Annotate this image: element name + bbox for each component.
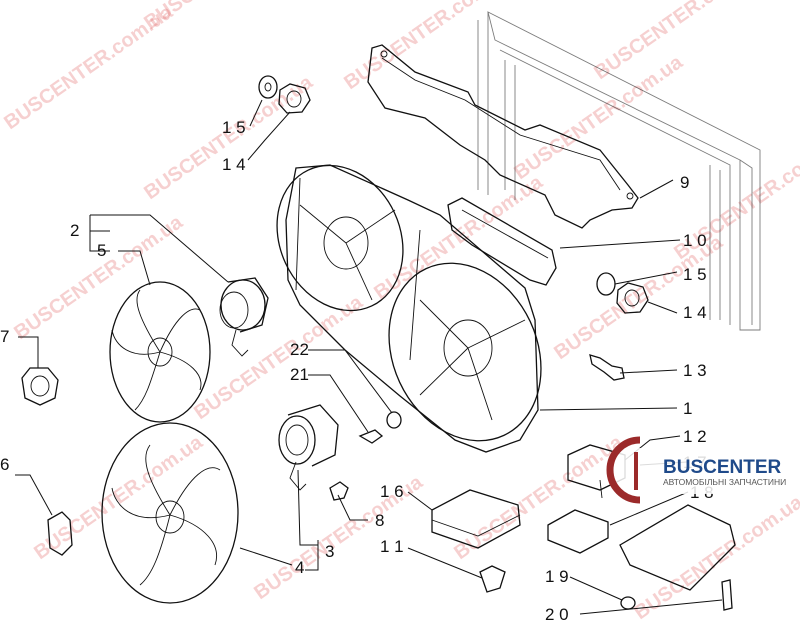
leader-lines xyxy=(15,99,723,615)
label-part-13: 1 3 xyxy=(683,361,707,380)
watermark-text: BUSCENTER.com.ua xyxy=(30,431,207,564)
label-part-1: 1 xyxy=(683,399,692,418)
label-part-3: 3 xyxy=(325,542,334,561)
watermark-text: BUSCENTER.com.ua xyxy=(450,431,627,564)
label-part-16: 1 6 xyxy=(380,482,404,501)
label-part-6: 6 xyxy=(0,455,9,474)
label-part-12: 1 2 xyxy=(683,427,707,446)
label-part-5: 5 xyxy=(97,241,106,260)
motor-part-3 xyxy=(278,404,339,491)
watermark-text: BUSCENTER.com.ua xyxy=(190,291,367,424)
label-part-21: 21 xyxy=(290,365,309,384)
watermark-text: BUSCENTER.com.ua xyxy=(340,0,517,94)
label-part-22: 22 xyxy=(290,340,309,359)
watermark-text: BUSCENTER.com.ua xyxy=(140,0,317,34)
label-part-7: 7 xyxy=(0,327,9,346)
small-parts xyxy=(21,75,736,611)
buscenter-logo: BUSCENTER АВТОМОБІЛЬНІ ЗАПЧАСТИНИ xyxy=(606,436,786,504)
watermark-text: BUSCENTER.com.ua xyxy=(630,491,800,624)
label-part-2: 2 xyxy=(70,221,79,240)
motor-part-2 xyxy=(219,277,269,357)
logo-tagline: АВТОМОБІЛЬНІ ЗАПЧАСТИНИ xyxy=(663,477,786,487)
label-part-14: 1 4 xyxy=(222,155,246,174)
logo-c-mark-icon xyxy=(606,436,641,504)
label-part-20: 2 0 xyxy=(545,605,569,624)
fan-part-4 xyxy=(101,422,239,604)
label-part-15b: 1 5 xyxy=(683,265,707,284)
fan-shroud-part-1 xyxy=(276,164,542,453)
label-part-14b: 1 4 xyxy=(683,303,707,322)
upper-deflector-part-9 xyxy=(367,44,639,229)
label-part-8: 8 xyxy=(375,511,384,530)
label-part-11: 1 1 xyxy=(380,537,404,556)
label-part-4: 4 xyxy=(295,558,304,577)
label-part-9: 9 xyxy=(680,173,689,192)
logo-brand: BUSCENTER xyxy=(663,457,782,478)
label-part-15: 1 5 xyxy=(222,118,246,137)
label-part-10: 1 0 xyxy=(683,231,707,250)
lower-bracket-part-10 xyxy=(447,197,557,286)
label-part-19: 1 9 xyxy=(545,567,569,586)
fan-part-5 xyxy=(109,281,211,423)
